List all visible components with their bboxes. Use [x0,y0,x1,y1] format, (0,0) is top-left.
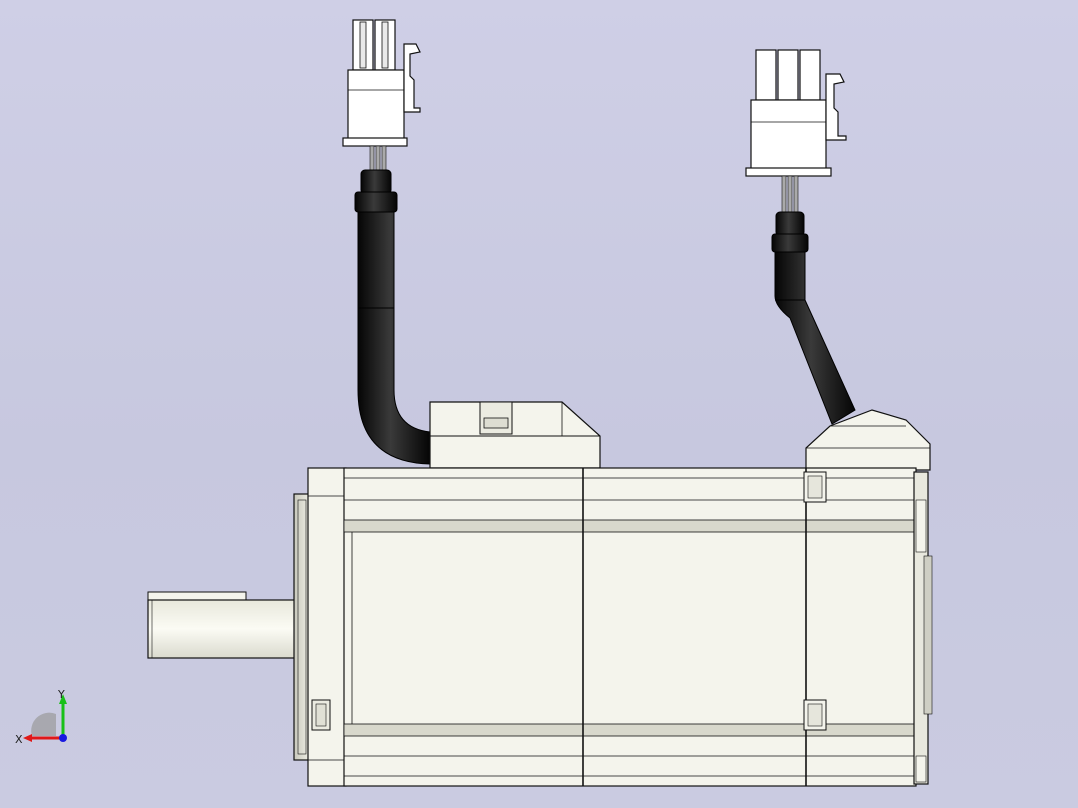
right-cable[interactable] [771,175,856,425]
left-junction-box[interactable] [429,401,601,469]
left-cable[interactable] [354,145,431,465]
axis-triad: Y X [15,688,67,746]
x-axis-arrowhead [23,734,32,742]
x-axis-label: X [15,733,23,746]
motor-body[interactable] [343,467,917,787]
y-axis-arrowhead [59,694,67,704]
motor-shaft[interactable] [147,591,299,659]
z-axis-dot [59,734,67,742]
rear-end-cap[interactable] [913,471,933,785]
left-connector[interactable] [342,19,421,147]
triad-plane-icon [31,712,56,736]
right-connector[interactable] [745,49,847,177]
right-junction-box[interactable] [805,409,931,471]
y-axis-label: Y [57,688,65,701]
motor-flange[interactable] [293,467,347,787]
